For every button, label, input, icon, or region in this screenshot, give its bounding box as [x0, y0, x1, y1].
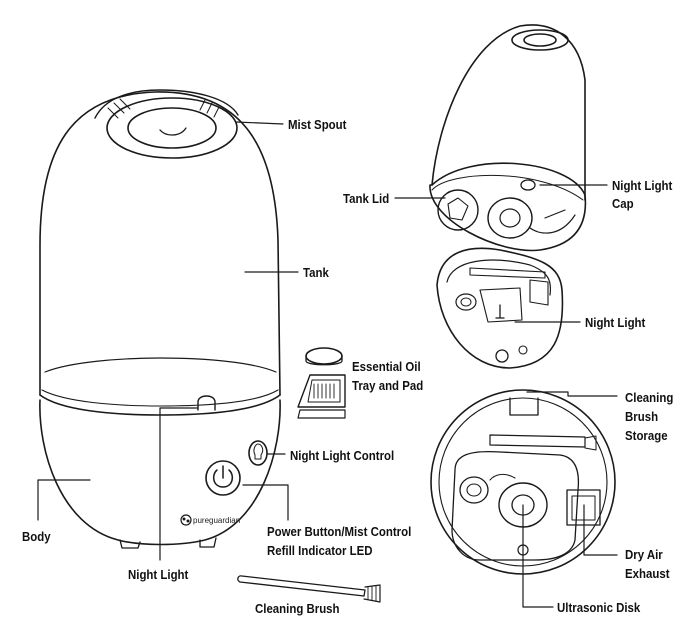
label-cleaning-brush-storage-line1: Cleaning [625, 390, 674, 405]
brand-logo [180, 514, 192, 526]
night-light-control-button [248, 440, 268, 466]
label-body: Body [22, 529, 51, 544]
label-power-button-line1: Power Button/Mist Control [267, 524, 412, 539]
night-light-nub [197, 395, 216, 411]
label-cleaning-brush: Cleaning Brush [255, 601, 340, 616]
label-ultrasonic-disk: Ultrasonic Disk [557, 600, 641, 615]
base-top-view [436, 247, 564, 369]
tank-inverted [429, 24, 587, 252]
label-night-light-cap-line1: Night Light [612, 178, 673, 193]
label-essential-oil-line2: Tray and Pad [352, 378, 424, 393]
power-button [205, 460, 241, 496]
label-night-light-control: Night Light Control [290, 448, 395, 463]
label-power-button-line2: Refill Indicator LED [267, 543, 373, 558]
label-dry-air-exhaust-line1: Dry Air [625, 547, 663, 562]
tank-outline [39, 91, 281, 396]
label-night-light-right: Night Light [585, 315, 646, 330]
essential-oil-tray [297, 347, 346, 419]
label-night-light-cap-line2: Cap [612, 196, 634, 211]
label-dry-air-exhaust-line2: Exhaust [625, 566, 670, 581]
label-cleaning-brush-storage-line3: Storage [625, 428, 668, 443]
tank-lid [429, 162, 587, 252]
label-mist-spout: Mist Spout [288, 117, 347, 132]
label-cleaning-brush-storage-line2: Brush [625, 409, 659, 424]
cleaning-brush [237, 575, 381, 603]
mist-spout [94, 89, 239, 159]
label-tank: Tank [303, 265, 329, 280]
label-tank-lid: Tank Lid [343, 191, 390, 206]
label-night-light-left: Night Light [128, 567, 189, 582]
leader-lines [37, 121, 618, 608]
water-line [44, 357, 277, 373]
label-essential-oil-line1: Essential Oil [352, 359, 421, 374]
brand-logo-text: pureguardian [193, 516, 240, 525]
